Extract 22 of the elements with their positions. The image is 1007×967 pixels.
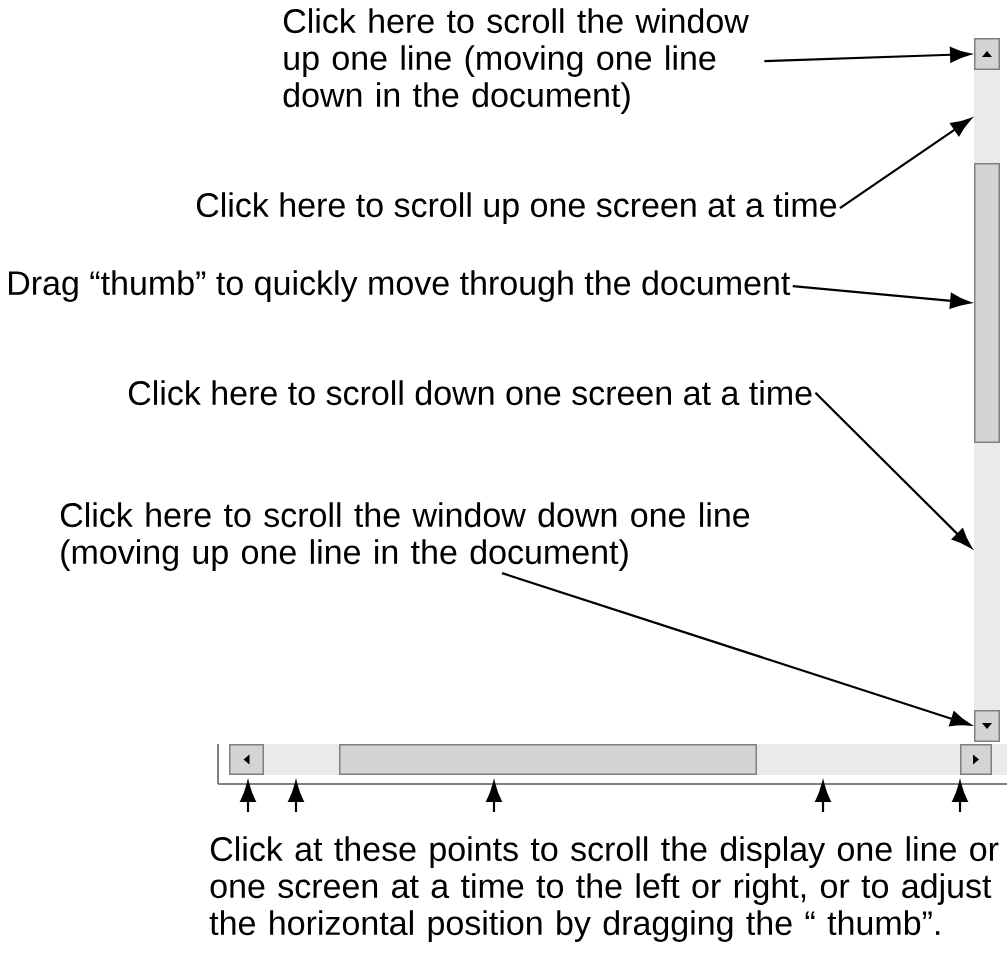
arrow	[486, 781, 502, 812]
instruction-text: Click here to scroll down one screen at a time	[128, 380, 812, 406]
arrow	[764, 47, 971, 63]
arrow	[288, 781, 304, 812]
arrow	[792, 284, 971, 309]
instruction-text: Drag “thumb” to quickly move through the document	[9, 270, 791, 302]
instruction-text: Click here to scroll up one screen at a time	[196, 192, 837, 224]
arrow	[815, 781, 831, 812]
scroll-right-button	[960, 744, 992, 775]
scroll-thumb	[974, 163, 1000, 443]
scroll-thumb	[339, 744, 757, 775]
arrow	[839, 118, 972, 209]
scroll-left-button	[229, 744, 264, 775]
arrow	[501, 572, 971, 727]
instruction-text: Click at these points to scroll the display one line or one screen at a time to the left or right, or to adjust the horizontal position by dragging the “ thumb”.	[209, 836, 999, 942]
instruction-text: Click here to scroll the window down one line (moving up one line in the document)	[60, 502, 750, 571]
arrow	[952, 781, 968, 812]
scroll-up-button	[974, 38, 1000, 70]
arrow	[814, 391, 972, 549]
instruction-text: Click here to scroll the window up one line (moving one line down in the document)	[283, 8, 749, 114]
scroll-down-button	[974, 710, 1000, 742]
arrow	[240, 781, 256, 812]
